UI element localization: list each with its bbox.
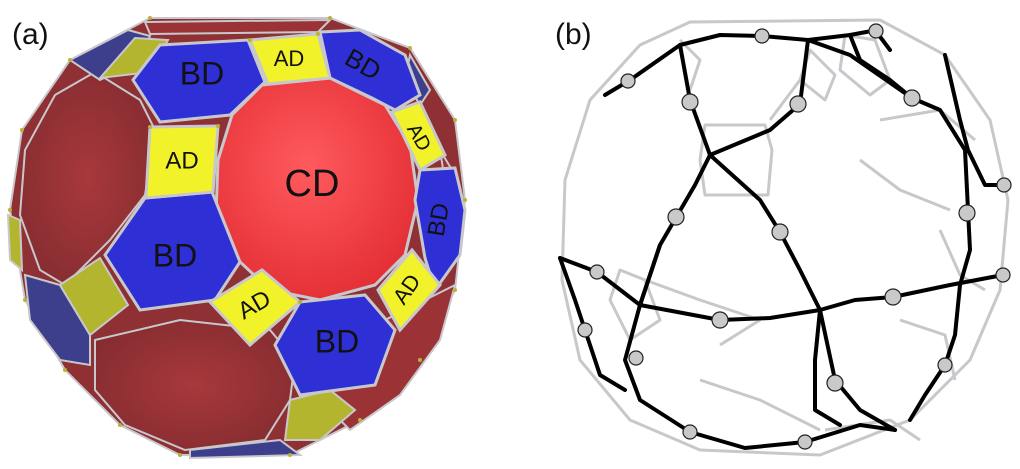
back-square-left-2 (6, 213, 24, 273)
graph-node (589, 264, 605, 280)
label-bd-right: BD (423, 201, 455, 239)
back-dodecagon-bottom (94, 318, 297, 452)
face-ad-right-bottom (376, 247, 442, 333)
graph-node (754, 28, 770, 44)
panel-a: (a) CD BD BD BD BD (6, 16, 467, 460)
label-bd-top-left: BD (180, 55, 224, 91)
graph-node (903, 89, 921, 107)
back-square-left (58, 256, 130, 337)
graph-node (884, 288, 902, 306)
label-ad-top: AD (274, 46, 305, 71)
graph-node (620, 73, 636, 89)
graph-node (771, 223, 789, 241)
label-cd: CD (285, 163, 340, 205)
graph-node (628, 350, 644, 366)
face-cd (214, 76, 420, 302)
face-ad-left (144, 124, 220, 200)
face-bd-top-right (318, 28, 422, 112)
graph-node (868, 23, 884, 39)
graph-node (789, 95, 807, 113)
graph-node (797, 434, 813, 450)
face-bd-bottom (273, 293, 397, 397)
back-hexagon-bottom (189, 438, 303, 460)
polyhedron-vertices (8, 16, 467, 457)
label-bd-center: BD (153, 237, 197, 273)
graph-node (681, 93, 699, 111)
graph-node (937, 357, 953, 373)
graph-node (577, 322, 593, 338)
graph-nodes (577, 23, 1012, 450)
face-ad-top (247, 32, 332, 86)
graph-node (711, 311, 729, 329)
graph-node (996, 177, 1012, 193)
graph-node (826, 374, 844, 392)
face-ad-right-top (389, 100, 447, 173)
label-bd-bottom: BD (315, 323, 359, 359)
graph-node (682, 424, 698, 440)
panel-b-label: (b) (555, 18, 592, 51)
panel-a-label: (a) (12, 18, 49, 51)
panel-b: (b) (555, 18, 1012, 457)
graph-node (958, 204, 976, 222)
face-bd-right (413, 166, 467, 294)
graph-node (667, 208, 685, 226)
back-dodecagon-top (143, 18, 333, 36)
graph-node (995, 267, 1011, 283)
label-ad-left: AD (165, 147, 198, 174)
